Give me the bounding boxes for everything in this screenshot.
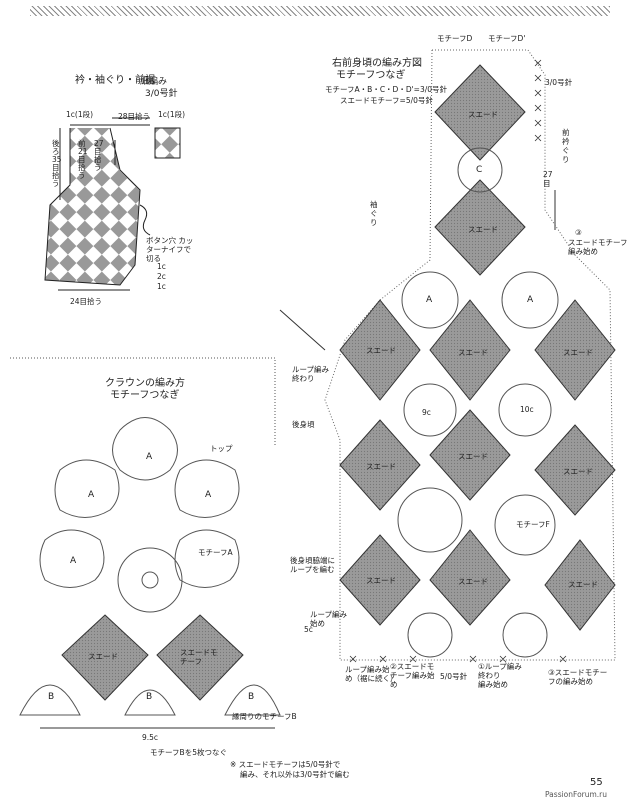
label-front-21: 前21目拾う <box>78 139 88 180</box>
motif-label-c: C <box>476 165 483 175</box>
label-pick-24: 24目拾う <box>70 297 103 306</box>
crown-b-3: B <box>248 692 255 702</box>
right-title-2: モチーフつなぎ <box>336 70 406 81</box>
watermark: PassionForum.ru <box>545 790 608 799</box>
label-button-hole: ボタン穴 カッターナイフで切る <box>146 236 194 263</box>
crown-b-2: B <box>146 692 153 702</box>
right-title-1: 右前身頃の編み方図 <box>332 58 422 69</box>
right-front-diagram <box>279 49 616 663</box>
decorative-border <box>30 6 610 16</box>
label-collar: 前衿ぐり <box>562 128 570 164</box>
motif-label-suede-1: スエード <box>468 110 498 119</box>
right-needle-2: スエードモチーフ=5/0号針 <box>340 96 433 105</box>
crown-top: トップ <box>210 444 233 453</box>
crown-diagram <box>10 357 281 729</box>
motif-label-suede-11: スエード <box>568 580 598 589</box>
label-1c-left: 1c(1段) <box>66 110 94 119</box>
crown-motif-a: モチーフA <box>198 548 233 557</box>
label-pick-28: 28目拾う <box>118 112 151 121</box>
crown-a-4: A <box>70 556 77 566</box>
motif-label-suede-5: スエード <box>563 348 593 357</box>
garment-schematic <box>44 117 181 291</box>
label-motif-d-prime: モチーフD' <box>488 34 526 43</box>
label-sleeve: 袖ぐり <box>370 200 378 227</box>
label-suede-join: スエードモチーフ編み始め <box>568 238 628 256</box>
crown-a-3: A <box>205 490 212 500</box>
schematic-title: 衿・袖ぐり・前裾 <box>75 75 155 86</box>
label-5c: 5c <box>304 625 313 634</box>
label-rear-side: 後身頃脇端にループを編む <box>290 556 335 574</box>
label-suede-3: ③スエードモチーフの編み始め <box>548 668 608 686</box>
motif-label-suede-6: スエード <box>366 462 396 471</box>
label-10c: 10c <box>520 405 534 414</box>
label-9c: 9c <box>422 408 431 417</box>
label-1c-b: 1c <box>157 282 166 291</box>
crown-a-1: A <box>146 452 153 462</box>
label-1c-right: 1c(1段) <box>158 110 186 119</box>
label-1c-a: 1c <box>157 262 166 271</box>
crown-b-1: B <box>48 692 55 702</box>
motif-label-suede-7: スエード <box>458 452 488 461</box>
crown-a-2: A <box>88 490 95 500</box>
motif-label-suede-3: スエード <box>366 346 396 355</box>
label-join-num: ③ <box>575 228 582 237</box>
crown-title-1: クラウンの編み方 <box>105 378 185 389</box>
motif-label-suede-9: スエード <box>366 576 396 585</box>
label-loop-start-2: 編み始め <box>478 680 508 689</box>
page-number: 55 <box>590 777 603 788</box>
footnote-1: ※ スエードモチーフは5/0号針で <box>230 760 341 769</box>
motif-label-a-1: A <box>426 295 433 305</box>
crown-9-5c: 9.5c <box>142 733 159 742</box>
schematic-needle: 3/0号針 <box>145 89 178 99</box>
right-needle-1: モチーフA・B・C・D・D'=3/0号針 <box>325 85 448 94</box>
label-27: 27目 <box>543 170 553 188</box>
label-bottom-left: ループ編み始め（裾に続く） <box>345 665 398 683</box>
label-front-27: 27目拾う <box>94 139 104 172</box>
motif-label-suede-4: スエード <box>458 348 488 357</box>
label-back-body: 後身頃 <box>292 420 315 429</box>
label-loop-start: ループ編み始め <box>310 610 348 628</box>
motif-label-suede-2: スエード <box>468 225 498 234</box>
crown-suede-1: スエード <box>88 652 118 661</box>
label-suede-2: ②スエードモチーフ編み始め <box>390 662 435 689</box>
label-loop-end-2: ①ループ編み終わり <box>478 662 522 680</box>
label-needle-5: 5/0号針 <box>440 672 468 681</box>
crown-suede-2: スエードモチーフ <box>180 648 218 666</box>
label-loop-end: ループ編み終わり <box>292 365 330 383</box>
schematic-stitch: 細編み <box>140 77 168 87</box>
crown-title-2: モチーフつなぎ <box>110 390 180 401</box>
motif-label-motif-f: モチーフF <box>516 520 550 529</box>
label-needle-3: 3/0号針 <box>545 78 573 87</box>
footnote-2: 編み、それ以外は3/0号針で編む <box>240 770 350 779</box>
label-back-35: 後ろ35目拾う <box>52 139 62 188</box>
crown-edge: 縁周りのモチーフB <box>232 712 297 721</box>
motif-label-a-2: A <box>527 295 534 305</box>
label-2c: 2c <box>157 272 166 281</box>
crown-join-b: モチーフBを5枚つなぐ <box>150 748 227 757</box>
label-motif-d: モチーフD <box>437 34 473 43</box>
motif-label-suede-8: スエード <box>563 467 593 476</box>
motif-label-suede-10: スエード <box>458 577 488 586</box>
